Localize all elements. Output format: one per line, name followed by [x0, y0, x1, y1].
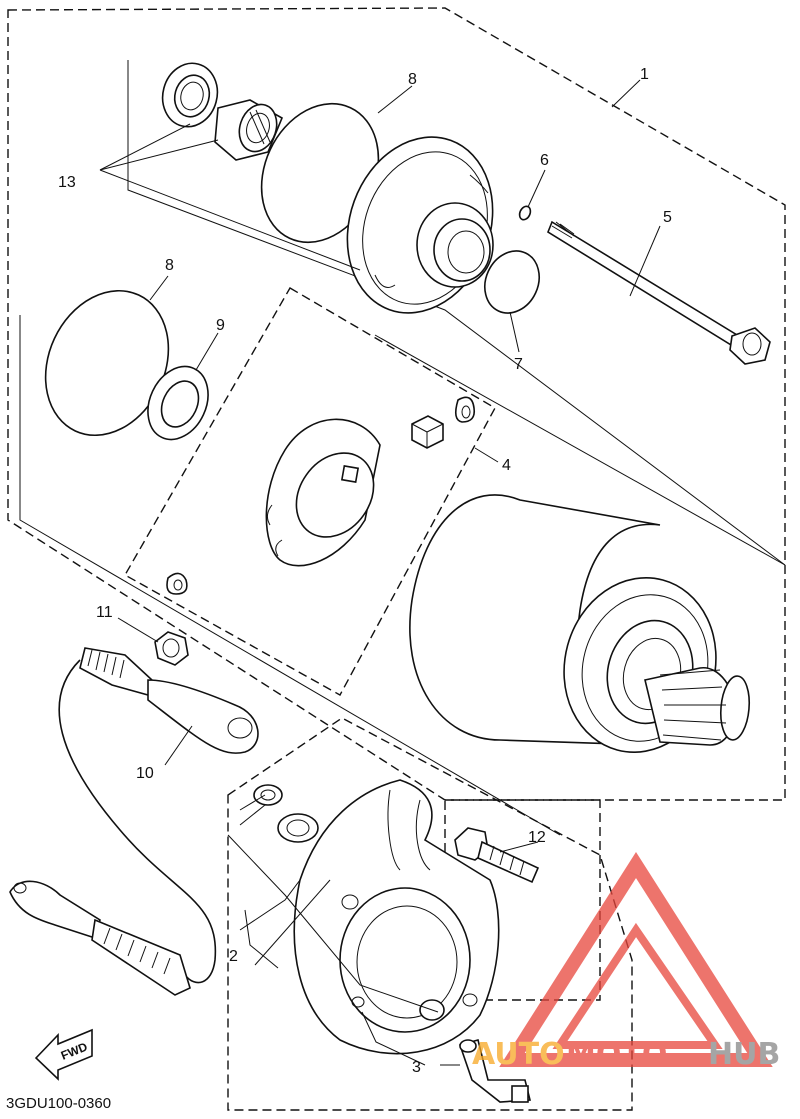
frame-line-top: [127, 60, 786, 566]
bolt: [454, 827, 540, 884]
brush-spring: [454, 396, 476, 423]
through-bolt: [547, 220, 771, 365]
callout-1: 1: [640, 66, 649, 83]
watermark-moto: MOTO: [566, 1037, 667, 1072]
callout-3: 3: [412, 1059, 421, 1076]
brush-plate: [265, 418, 381, 567]
bushing-upper: [253, 784, 283, 806]
brush-kit-4-boundary: [124, 287, 496, 696]
washer: [147, 365, 209, 441]
callout-11: 11: [96, 604, 113, 621]
armature-shaft: [644, 667, 751, 746]
small-o-ring: [518, 205, 532, 221]
callout-2: 2: [229, 948, 238, 965]
seal-washer: [277, 813, 319, 843]
callout-7: 7: [514, 356, 523, 373]
callout-8-upper: 8: [408, 71, 417, 88]
fwd-arrow-icon: FWD: [34, 1028, 93, 1081]
motor-yoke: [409, 494, 717, 753]
front-cover: [346, 136, 494, 314]
callout-4: 4: [502, 457, 511, 474]
callout-13: 13: [58, 174, 76, 191]
brush-terminal: [458, 1039, 532, 1103]
assembly-2-boundary: [227, 717, 633, 1111]
callout-10: 10: [136, 765, 154, 782]
watermark: AUTO MOTO HUB: [472, 851, 780, 1072]
callout-5: 5: [663, 209, 672, 226]
triangle-logo-icon: [499, 851, 773, 1067]
nut: [154, 631, 189, 666]
leader-lines: [99, 79, 661, 1066]
o-ring-mid: [484, 250, 540, 314]
callout-8-lower: 8: [165, 257, 174, 274]
assembly-1-boundary: [7, 7, 786, 801]
needle-bearing: [214, 99, 284, 161]
callout-9: 9: [216, 317, 225, 334]
lead-wire: [9, 647, 259, 996]
oil-seal: [161, 62, 219, 128]
callout-6: 6: [540, 152, 549, 169]
frame-line-left: [19, 315, 561, 836]
brush-block: [411, 415, 444, 449]
brush-spring-small: [166, 572, 188, 595]
rear-housing: [293, 779, 500, 1055]
diagram-code: 3GDU100-0360: [6, 1095, 111, 1112]
callout-12: 12: [528, 829, 546, 846]
frame-line-rear: [374, 334, 786, 566]
watermark-hub: HUB: [708, 1037, 780, 1072]
watermark-auto: AUTO: [472, 1037, 565, 1072]
